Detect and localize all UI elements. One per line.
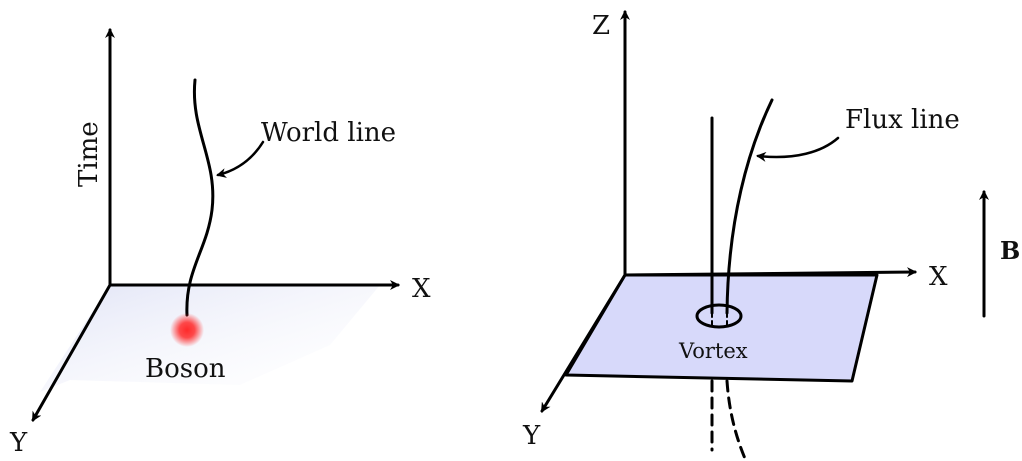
world-line-pointer-arrow [216, 140, 265, 178]
left-panel: Time X Y World line Boson [9, 28, 431, 458]
left-x-axis-label: X [412, 274, 431, 304]
hidden-flux-line-curved [725, 379, 748, 461]
left-y-axis [31, 283, 112, 422]
left-ground-plane [40, 285, 380, 392]
right-y-axis [540, 273, 627, 413]
right-x-axis-label: X [929, 262, 948, 292]
left-y-axis-label: Y [9, 428, 28, 458]
curved-flux-line [725, 98, 774, 315]
left-time-axis-label: Time [74, 121, 104, 187]
flux-line-pointer-arrow [756, 136, 840, 162]
vortex-label: Vortex [678, 339, 748, 363]
magnetic-field-label: B [1000, 236, 1020, 265]
flux-line-label: Flux line [845, 105, 960, 135]
vortex-core [695, 303, 743, 329]
boson-particle [170, 313, 204, 347]
right-x-axis [623, 267, 917, 278]
right-y-axis-label: Y [522, 421, 541, 451]
boson-label: Boson [145, 354, 226, 384]
world-line [185, 78, 215, 317]
right-z-axis-label: Z [592, 11, 610, 41]
world-line-label: World line [261, 118, 396, 148]
right-panel: Z X Y Flux line Vortex B [522, 10, 1020, 461]
